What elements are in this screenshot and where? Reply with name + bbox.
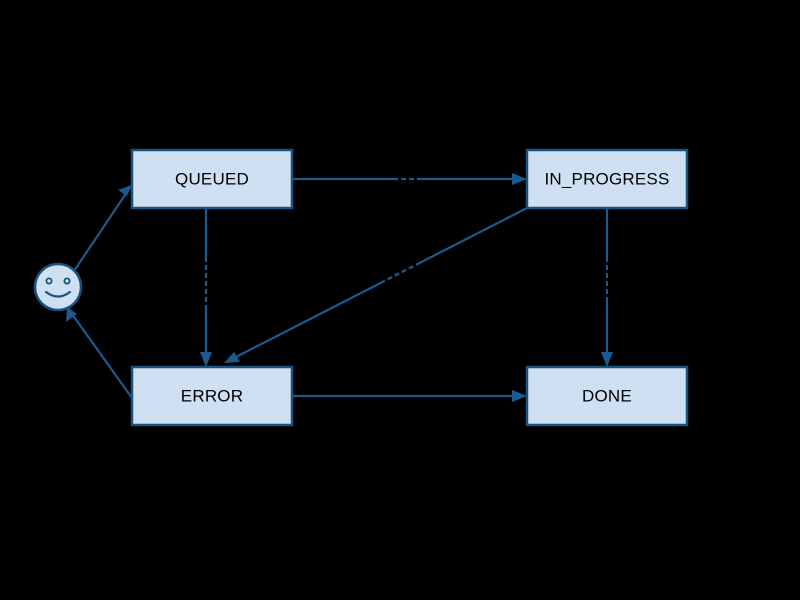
edge-queued-to-error[interactable] [200, 208, 212, 367]
state-node-error[interactable]: ERROR [130, 365, 294, 427]
edge-start-to-queued[interactable] [73, 185, 132, 272]
start-node[interactable] [33, 262, 83, 312]
state-node-done[interactable]: DONE [525, 365, 689, 427]
state-label-queued: QUEUED [175, 169, 249, 188]
edge-queued-to-in-progress[interactable] [292, 173, 527, 185]
edge-in-progress-to-error[interactable] [224, 207, 528, 363]
state-node-queued[interactable]: QUEUED [130, 148, 294, 210]
state-box-in-progress [525, 148, 689, 210]
state-box-queued [130, 148, 294, 210]
smiley-eye-left [45, 277, 53, 285]
smiley-eye-right [63, 277, 71, 285]
edge-error-to-done[interactable] [292, 390, 527, 402]
state-label-error: ERROR [181, 386, 243, 405]
state-label-done: DONE [582, 386, 632, 405]
edge-in-progress-to-done[interactable] [601, 208, 613, 367]
state-box-error [130, 365, 294, 427]
state-box-done [525, 365, 689, 427]
state-label-in-progress: IN_PROGRESS [544, 169, 669, 188]
edge-error-to-start[interactable] [66, 307, 133, 399]
smiley-mouth [44, 290, 72, 298]
start-node-circle [33, 262, 83, 312]
state-node-in-progress[interactable]: IN_PROGRESS [525, 148, 689, 210]
